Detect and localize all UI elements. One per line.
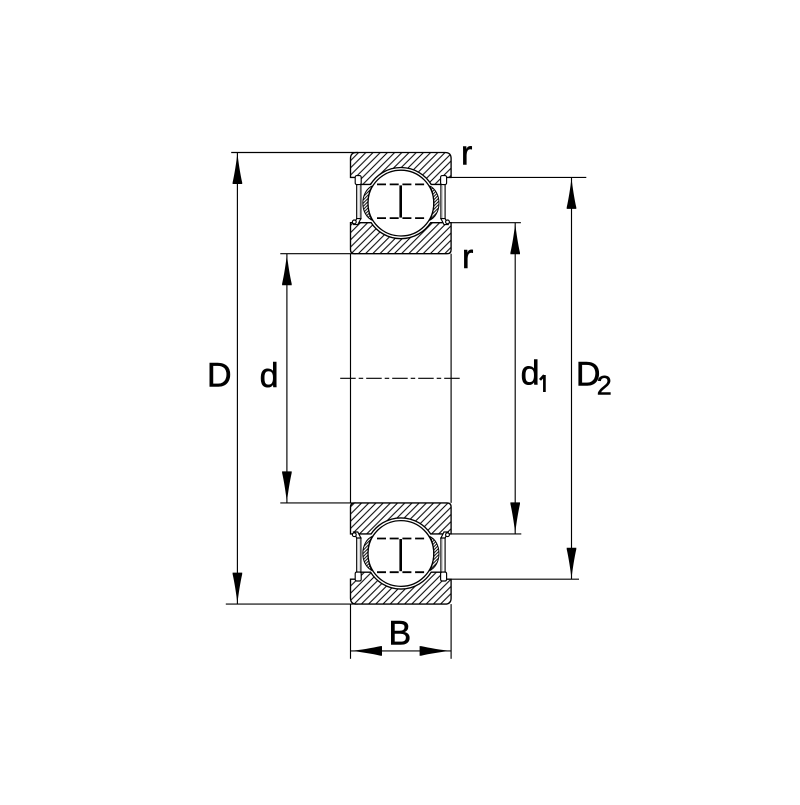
- svg-text:B: B: [389, 615, 412, 653]
- svg-text:r: r: [461, 134, 472, 172]
- svg-text:D: D: [207, 356, 232, 394]
- svg-text:D: D: [576, 355, 601, 393]
- svg-text:d: d: [260, 357, 279, 395]
- svg-text:2: 2: [597, 370, 612, 400]
- svg-text:d: d: [521, 355, 540, 393]
- svg-text:r: r: [462, 238, 473, 276]
